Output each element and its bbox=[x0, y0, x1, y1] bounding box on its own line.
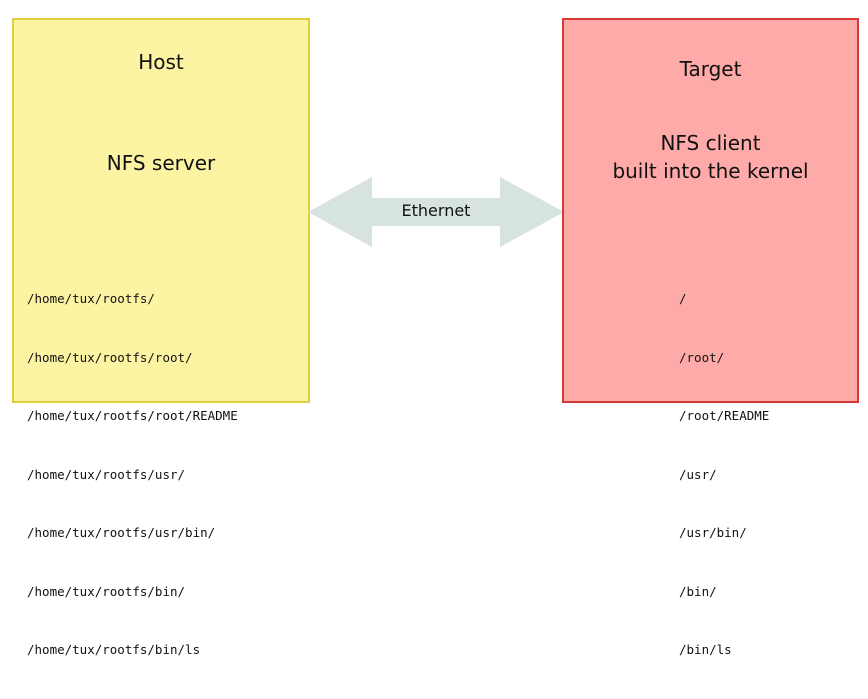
target-path: /root/ bbox=[679, 349, 725, 365]
host-path: /home/tux/rootfs/root/README bbox=[27, 408, 238, 423]
target-path: / bbox=[679, 291, 687, 306]
target-path: /bin/ bbox=[679, 583, 717, 599]
host-role: NFS server bbox=[14, 149, 308, 177]
target-title: Target bbox=[679, 57, 742, 81]
host-path: /home/tux/rootfs/usr/ bbox=[27, 466, 186, 482]
host-path: /home/tux/rootfs/ bbox=[27, 291, 155, 306]
target-path: /usr/bin/ bbox=[679, 525, 747, 540]
target-path: /root/README bbox=[679, 408, 770, 423]
host-title: Host bbox=[138, 50, 184, 74]
target-role-line: built into the kernel bbox=[612, 159, 809, 183]
target-path-list: / /root/ /root/README /usr/ /usr/bin/ /b… bbox=[679, 250, 769, 699]
target-role: NFS client built into the kernel bbox=[564, 129, 857, 185]
target-box: Target NFS client built into the kernel … bbox=[562, 18, 859, 657]
host-box: Host NFS server /home/tux/rootfs/ /home/… bbox=[12, 18, 310, 657]
host-path: /home/tux/rootfs/bin/ bbox=[27, 583, 186, 599]
target-path: /usr/ bbox=[679, 466, 717, 482]
host-path: /home/tux/rootfs/root/ bbox=[27, 349, 193, 365]
target-role-line: NFS client bbox=[660, 131, 761, 155]
ethernet-arrow-shape bbox=[308, 177, 564, 247]
ethernet-label: Ethernet bbox=[401, 201, 471, 220]
target-path: /bin/ls bbox=[679, 642, 732, 657]
ethernet-double-arrow-icon bbox=[308, 177, 564, 247]
host-role-line: NFS server bbox=[106, 151, 216, 175]
host-path: /home/tux/rootfs/usr/bin/ bbox=[27, 525, 216, 540]
host-path: /home/tux/rootfs/bin/ls bbox=[27, 642, 201, 657]
host-path-list: /home/tux/rootfs/ /home/tux/rootfs/root/… bbox=[27, 250, 238, 699]
